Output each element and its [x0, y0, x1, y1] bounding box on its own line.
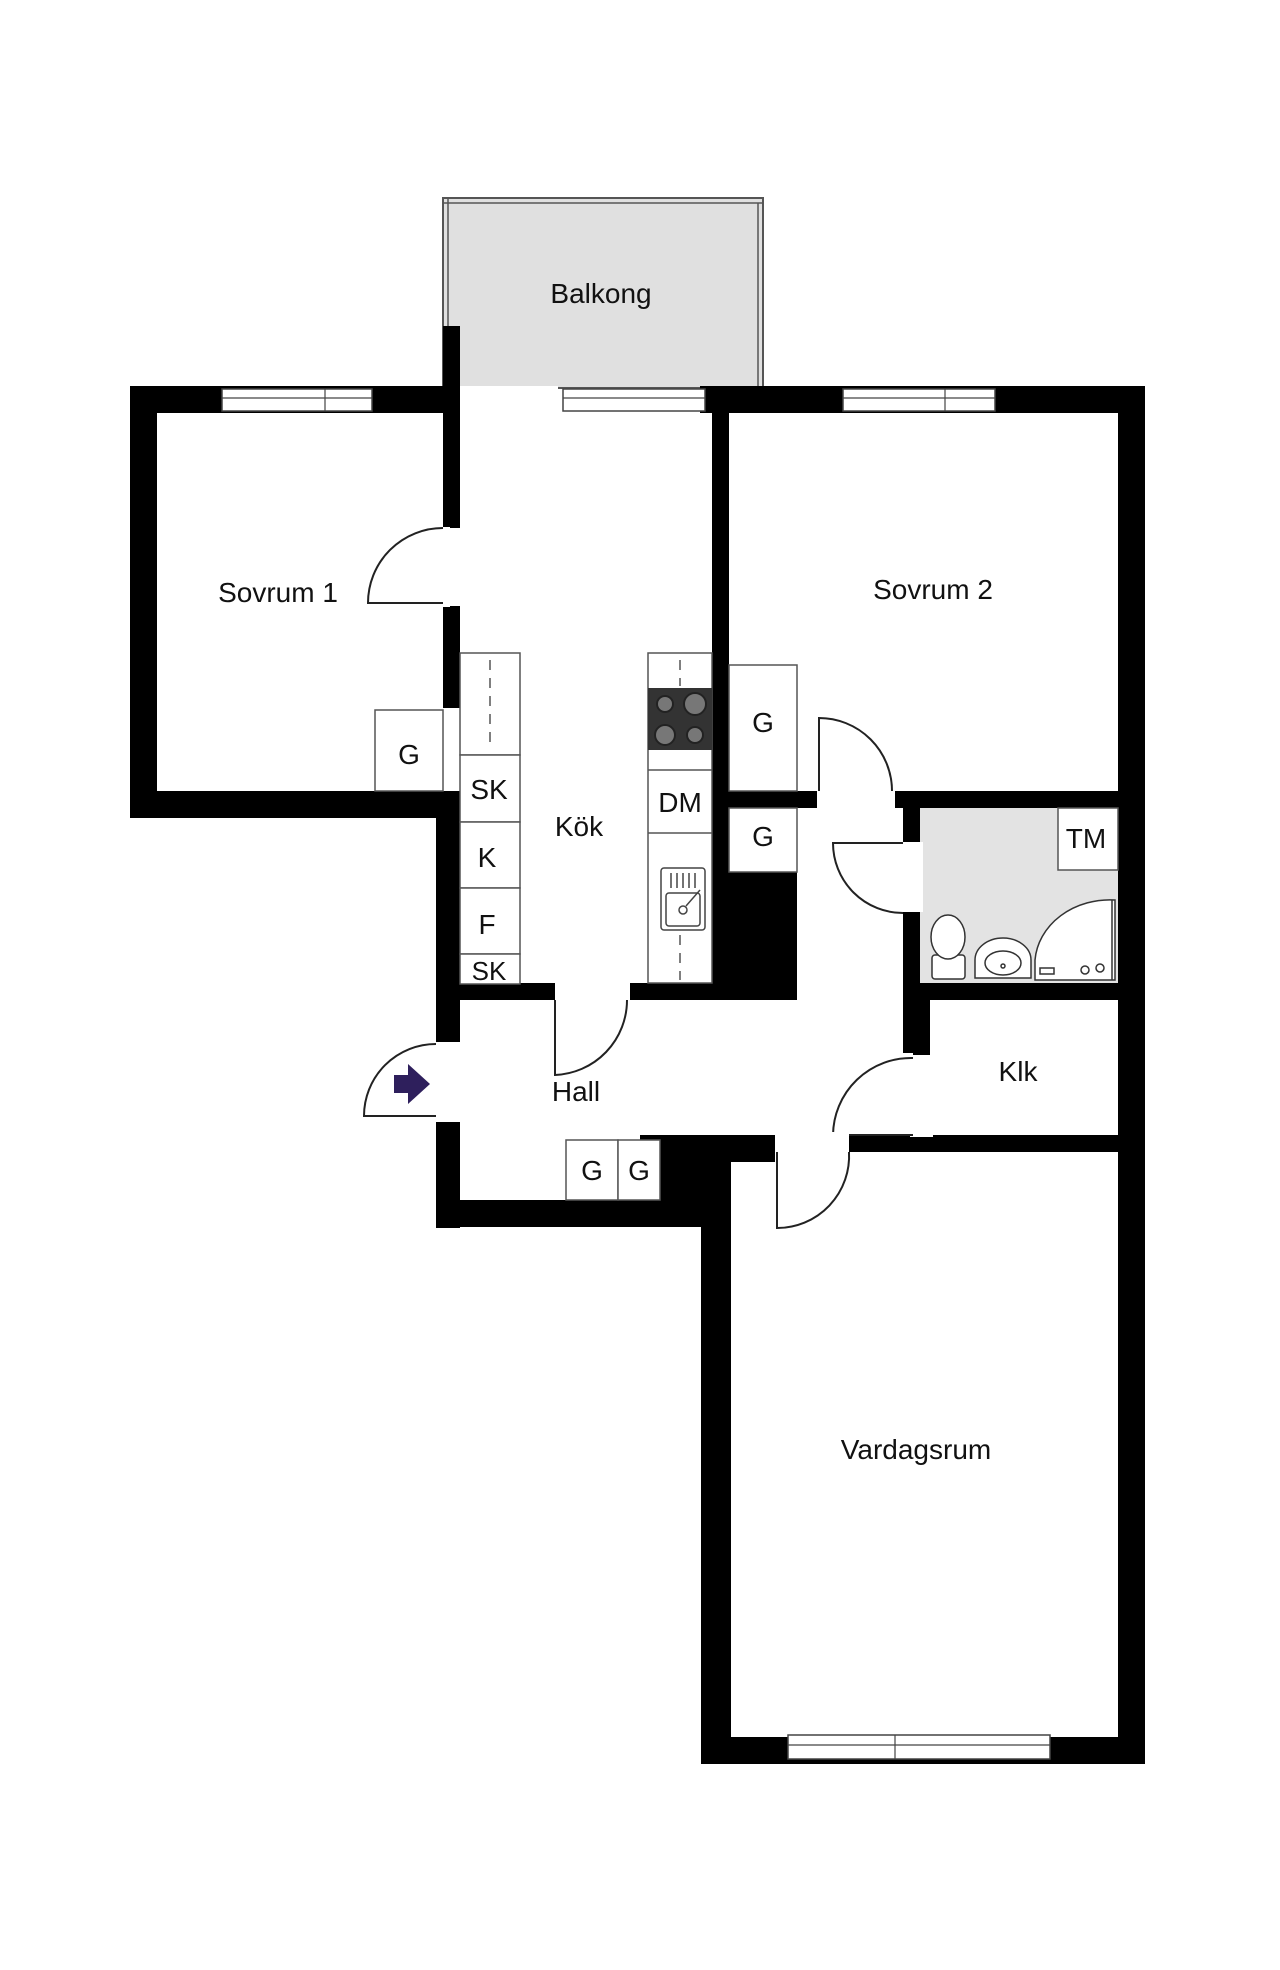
- entrance-arrow-icon: [394, 1064, 430, 1104]
- doors: [362, 527, 933, 1230]
- cabinet-label-dm: DM: [658, 787, 702, 818]
- door-sovrum2: [817, 716, 895, 811]
- door-bathroom: [831, 842, 923, 914]
- cabinet-label-sk: SK: [472, 956, 507, 986]
- cabinet-label-tm: TM: [1066, 823, 1106, 854]
- stove-icon: [648, 688, 712, 750]
- wardrobe-label: G: [581, 1155, 603, 1186]
- wardrobes: [374, 664, 798, 1201]
- window-kok: [562, 388, 706, 412]
- door-entrance: [362, 1042, 463, 1122]
- cabinet-label-k: K: [478, 842, 497, 873]
- cabinet-label-f: F: [478, 909, 495, 940]
- room-label-klk: Klk: [999, 1056, 1039, 1087]
- balcony: [442, 197, 764, 389]
- door-vardagsrum: [775, 1132, 851, 1230]
- wardrobe-label: G: [752, 821, 774, 852]
- room-label-vardagsrum: Vardagsrum: [841, 1434, 991, 1465]
- shower-icon: [1034, 899, 1116, 981]
- room-label-hall: Hall: [552, 1076, 600, 1107]
- room-label-sovrum2: Sovrum 2: [873, 574, 993, 605]
- window-sovrum2: [842, 388, 996, 412]
- door-sovrum1: [366, 527, 450, 607]
- washbasin-icon: [974, 937, 1032, 979]
- sink-icon: [660, 867, 706, 931]
- room-label-sovrum1: Sovrum 1: [218, 577, 338, 608]
- room-label-balkong: Balkong: [550, 278, 651, 309]
- tm-box: [1057, 807, 1119, 871]
- window-sovrum1: [221, 388, 373, 412]
- room-label-kok: Kök: [555, 811, 604, 842]
- wardrobe-label: G: [628, 1155, 650, 1186]
- door-klk: [831, 1055, 933, 1137]
- cabinet-label-sk: SK: [470, 774, 508, 805]
- wardrobe-label: G: [752, 707, 774, 738]
- toilet-icon: [930, 914, 966, 980]
- window-vardagsrum: [787, 1734, 1051, 1760]
- walls: [130, 326, 1145, 1764]
- wardrobe-label: G: [398, 739, 420, 770]
- kitchen-left-cabinets: [459, 652, 521, 985]
- door-kok: [554, 980, 630, 1077]
- windows: [221, 386, 1051, 1760]
